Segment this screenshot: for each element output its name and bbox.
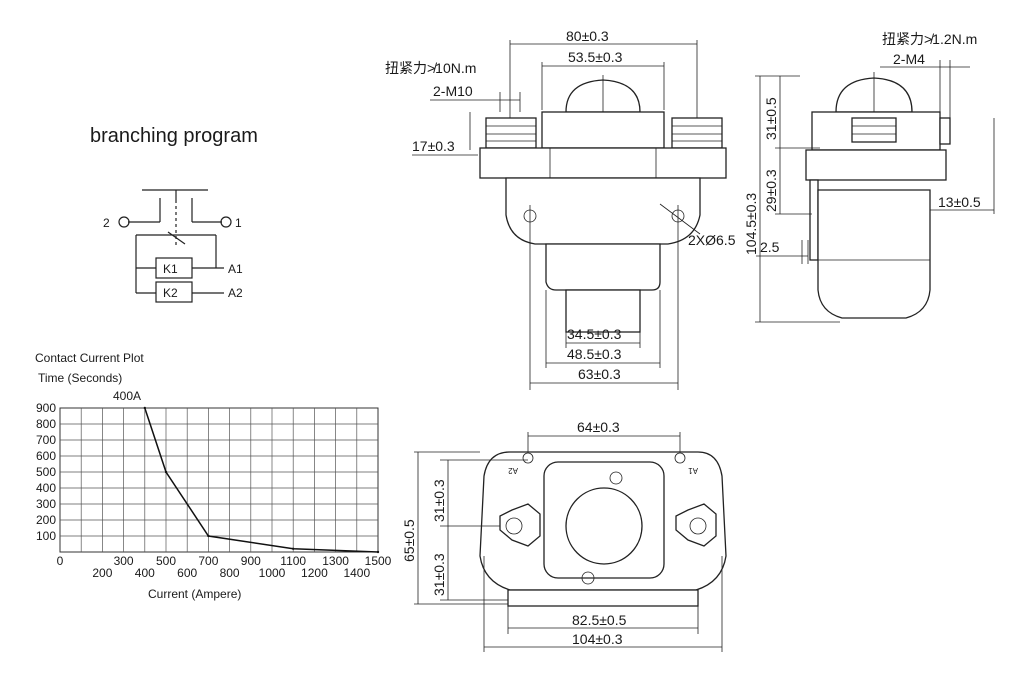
side-coil: [817, 189, 931, 319]
torque-10: 扭紧力≯10N.m: [385, 60, 476, 76]
y-tick-label: 900: [36, 401, 56, 415]
x-tick-label: 300: [114, 554, 134, 568]
a1-hole: [674, 452, 686, 464]
branching-title: branching program: [90, 125, 258, 147]
coil-k1-label: K1: [163, 262, 178, 276]
a1-marking: A1: [688, 466, 698, 475]
bottom-view: 64±0.3 A2 A1 65±0.5 31±0.3 31±0.3: [401, 419, 727, 652]
lower-screw: [581, 571, 595, 585]
side-base-plate: [805, 149, 947, 181]
x-tick-label: 800: [220, 566, 240, 580]
side-view: 扭紧力≯1.2N.m 2-M4 104.5±0.3 31±0.5 29±0.3: [743, 31, 995, 323]
upper-screw: [609, 471, 623, 485]
torque-1-2: 扭紧力≯1.2N.m: [882, 31, 977, 47]
side-bracket: [809, 179, 819, 261]
dim-2-5: 2.5: [760, 239, 780, 255]
terminal-2-label: 2: [103, 216, 110, 230]
plot-marker: 400A: [113, 389, 141, 403]
terminal-stud-right: [671, 117, 723, 149]
data-point: [207, 534, 210, 538]
terminal-stud-left: [485, 117, 537, 149]
plot-frame: [59, 407, 379, 553]
dim-48-5: 48.5±0.3: [567, 346, 622, 362]
dim-63: 63±0.3: [578, 366, 621, 382]
data-point: [376, 550, 380, 554]
dim-29: 29±0.3: [763, 169, 779, 212]
terminal-nut-right: [675, 503, 717, 547]
coil-k2-label: K2: [163, 286, 178, 300]
bottom-flange: [507, 589, 699, 607]
x-tick-label: 600: [177, 566, 197, 580]
terminal-bolt-left: [505, 517, 523, 535]
x-tick-label: 1000: [259, 566, 286, 580]
hole-label: 2XØ6.5: [688, 232, 736, 248]
base-plate: [479, 147, 727, 179]
x-tick-label: 1400: [343, 566, 370, 580]
terminal-bolt-right: [689, 517, 707, 535]
dim-31-upper: 31±0.3: [431, 479, 447, 522]
series-line: [144, 407, 379, 553]
terminal-1-label: 1: [235, 216, 242, 230]
branching-program: branching program 2 1 K1 K2 A1: [90, 125, 258, 303]
plot-title: Contact Current Plot: [35, 351, 144, 365]
y-tick-label: 800: [36, 417, 56, 431]
a2-marking: A2: [508, 466, 518, 475]
dim-82-5: 82.5±0.5: [572, 612, 627, 628]
dim-80: 80±0.3: [566, 28, 609, 44]
y-tick-label: 400: [36, 481, 56, 495]
x-tick-label: 0: [57, 554, 64, 568]
contact-current-plot: Contact Current Plot Time (Seconds) 400A…: [35, 351, 392, 601]
terminal-2-icon: [118, 216, 130, 228]
y-tick-label: 100: [36, 529, 56, 543]
dim-34-5: 34.5±0.3: [567, 326, 622, 342]
x-tick-label: 900: [241, 554, 261, 568]
x-tick-label: 1300: [322, 554, 349, 568]
y-tick-label: 300: [36, 497, 56, 511]
a2-hole: [522, 452, 534, 464]
circuit-schematic: 2 1 K1 K2 A1 A2: [103, 189, 243, 303]
x-tick-label: 1100: [280, 554, 306, 568]
dim-65: 65±0.5: [401, 519, 417, 562]
y-tick-label: 600: [36, 449, 56, 463]
dim-64: 64±0.3: [577, 419, 620, 435]
side-m4-stud: [939, 117, 951, 145]
y-tick-label: 200: [36, 513, 56, 527]
data-point: [292, 547, 295, 550]
x-tick-label: 1500: [365, 554, 392, 568]
dim-53-5: 53.5±0.3: [568, 49, 623, 65]
side-stud: [851, 117, 897, 143]
x-tick-label: 400: [135, 566, 155, 580]
x-tick-label: 200: [92, 566, 112, 580]
dim-104-5: 104.5±0.3: [743, 193, 759, 255]
a2-label: A2: [228, 286, 243, 300]
front-view: 80±0.3 53.5±0.3 扭紧力≯10N.m 2-M10 17±0.3: [385, 28, 736, 390]
data-point: [164, 470, 168, 474]
dim-13: 13±0.5: [938, 194, 981, 210]
mounting-bracket: [505, 177, 701, 245]
dim-31-lower: 31±0.3: [431, 553, 447, 596]
upper-housing: [541, 111, 665, 149]
plot-ylabel: Time (Seconds): [38, 371, 122, 385]
x-tick-label: 1200: [301, 566, 328, 580]
plot-xlabel: Current (Ampere): [148, 587, 241, 601]
data-point: [143, 406, 146, 410]
y-tick-label: 500: [36, 465, 56, 479]
x-tick-label: 700: [198, 554, 218, 568]
a1-label: A1: [228, 262, 243, 276]
dim-104: 104±0.3: [572, 631, 623, 647]
dim-31: 31±0.5: [763, 97, 779, 140]
x-tick-label: 500: [156, 554, 176, 568]
coil-body: [545, 243, 661, 291]
center-boss: [565, 487, 643, 565]
terminal-1-icon: [220, 216, 232, 228]
coil-k2: [155, 281, 193, 303]
terminal-nut-left: [499, 503, 541, 547]
coil-base: [565, 289, 641, 333]
m10-label: 2-M10: [433, 83, 473, 99]
y-tick-label: 700: [36, 433, 56, 447]
m4-label: 2-M4: [893, 51, 925, 67]
dim-17: 17±0.3: [412, 138, 455, 154]
